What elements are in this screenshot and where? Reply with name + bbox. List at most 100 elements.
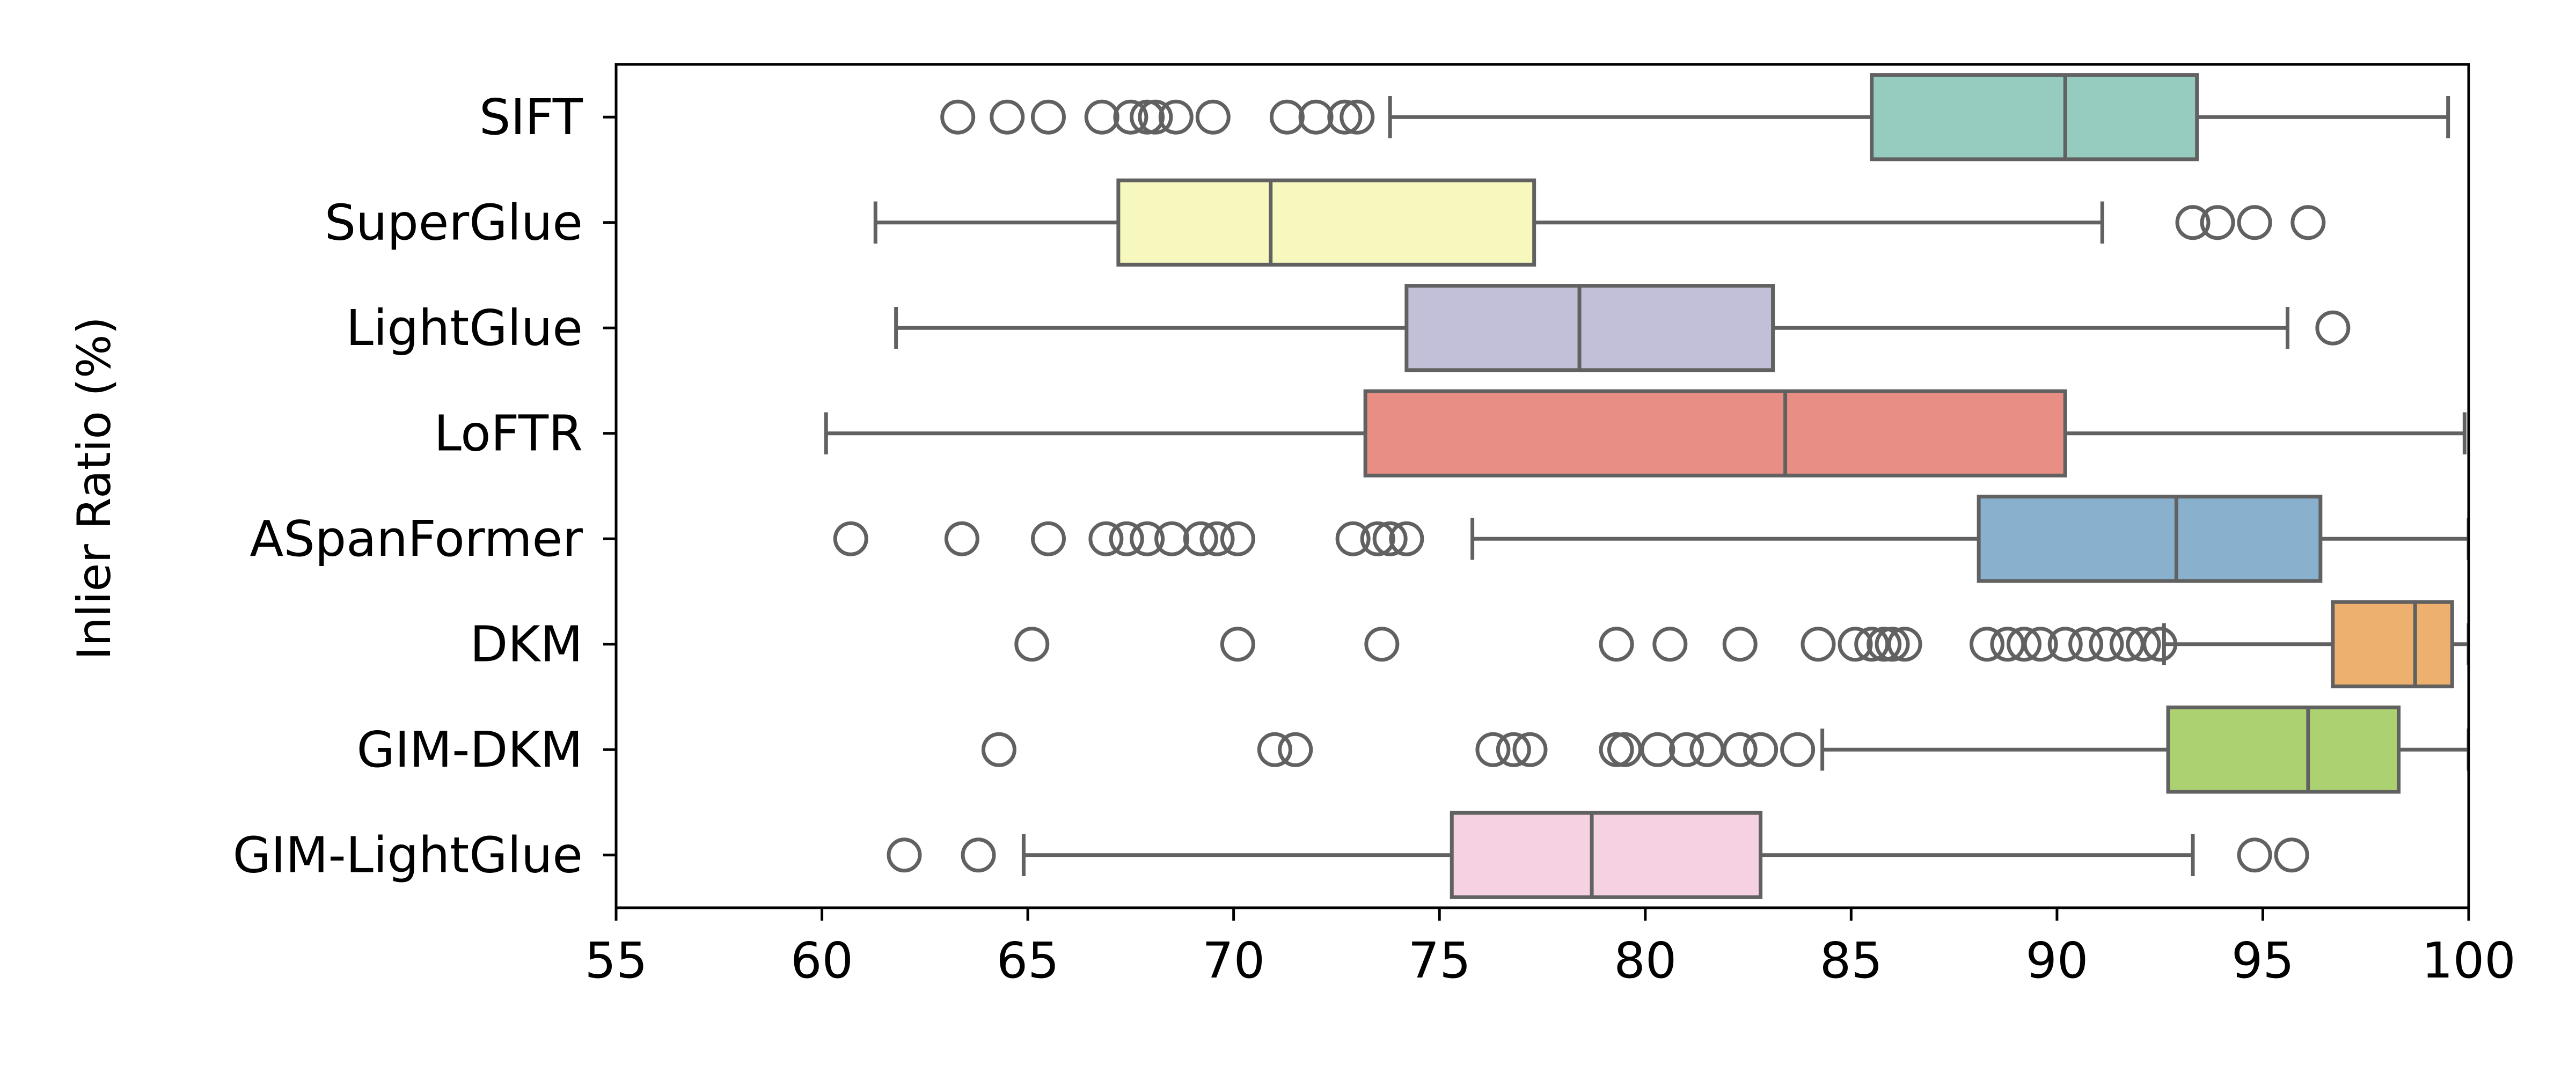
outlier-point [1780, 732, 1816, 767]
box-sift [940, 73, 2450, 161]
outlier-point [2126, 627, 2161, 662]
outlier-point [1887, 627, 1922, 662]
x-tick-label: 65 [997, 932, 1059, 989]
outlier-point [1722, 732, 1758, 767]
outlier-point [1335, 521, 1371, 556]
box-aspanformer [833, 495, 2469, 583]
outlier-point [1109, 521, 1144, 556]
outlier-point [1257, 732, 1292, 767]
outlier-point [1875, 627, 1910, 662]
outlier-point [2089, 627, 2124, 662]
box-superglue [873, 178, 2326, 267]
outlier-point [1327, 99, 1363, 135]
iqr-box [1870, 73, 2199, 161]
outlier-point [2175, 205, 2211, 240]
x-tick-label: 70 [1202, 932, 1265, 989]
outlier-point [1154, 521, 1190, 556]
x-tick-label: 60 [791, 932, 853, 989]
outlier-point [1475, 732, 1511, 767]
outlier-point [1138, 99, 1173, 135]
outlier-point [2290, 205, 2326, 240]
y-tick-label: SIFT [479, 89, 583, 146]
outlier-point [1652, 627, 1688, 662]
outlier-point [1113, 99, 1148, 135]
outlier-point [1496, 732, 1531, 767]
outlier-point [1360, 521, 1395, 556]
box-gim-dkm [981, 705, 2469, 794]
outlier-point [1298, 99, 1334, 135]
x-tick-label: 100 [2421, 932, 2516, 989]
y-axis-label: Inlier Ratio (%) [68, 317, 121, 660]
outlier-point [1722, 627, 1758, 662]
outlier-point [1030, 521, 1066, 556]
y-tick-label: GIM-DKM [356, 721, 583, 778]
outlier-point [2007, 627, 2042, 662]
outlier-point [1220, 627, 1255, 662]
outlier-point [1969, 627, 2004, 662]
iqr-box [1450, 811, 1763, 899]
y-tick-label: LoFTR [434, 405, 583, 462]
outlier-point [887, 837, 922, 873]
outlier-point [1340, 99, 1375, 135]
outlier-point [1364, 627, 1400, 662]
box-gim-lightglue [887, 811, 2309, 899]
iqr-box [1404, 284, 1775, 372]
outlier-point [1278, 732, 1313, 767]
outlier-point [981, 732, 1016, 767]
y-tick-label: GIM-LightGlue [233, 826, 583, 884]
iqr-box [1116, 178, 1536, 267]
outlier-point [1389, 521, 1424, 556]
outlier-point [2200, 205, 2235, 240]
outlier-point [1689, 732, 1725, 767]
outlier-point [1838, 627, 1873, 662]
x-tick-label: 95 [2231, 932, 2294, 989]
outlier-point [2237, 837, 2272, 873]
iqr-box [1977, 495, 2323, 583]
outlier-point [990, 99, 1025, 135]
outlier-point [1640, 732, 1675, 767]
outlier-point [940, 99, 976, 135]
y-tick-label: ASpanFormer [250, 510, 583, 568]
box-loftr [824, 389, 2467, 477]
outlier-point [1088, 521, 1124, 556]
box-lightglue [894, 284, 2351, 372]
x-tick-label: 85 [1820, 932, 1883, 989]
outlier-point [2237, 205, 2272, 240]
outlier-point [1512, 732, 1548, 767]
x-tick-label: 75 [1408, 932, 1471, 989]
axes: 55 60 65 70 75 80 85 90 95 100 SIFT SuperGlueLightG… [233, 63, 2516, 989]
outlier-point [1743, 732, 1779, 767]
outlier-point [1130, 99, 1165, 135]
outlier-point [1199, 521, 1235, 556]
outlier-point [1668, 732, 1704, 767]
plot-marks [824, 73, 2469, 899]
outlier-point [1220, 521, 1255, 556]
outlier-point [833, 521, 868, 556]
outlier-point [1084, 99, 1119, 135]
outlier-point [944, 521, 979, 556]
x-tick-label: 80 [1614, 932, 1677, 989]
y-tick-label: DKM [470, 615, 583, 673]
iqr-box [2331, 600, 2454, 688]
outlier-point [1030, 99, 1066, 135]
outlier-point [1801, 627, 1836, 662]
outlier-point [2023, 627, 2058, 662]
outlier-point [2315, 310, 2351, 346]
outlier-point [1372, 521, 1408, 556]
x-tick-label: 90 [2025, 932, 2088, 989]
outlier-point [2068, 627, 2104, 662]
outlier-point [1183, 521, 1218, 556]
axes-frame [614, 63, 2470, 909]
x-tick-label: 55 [584, 932, 647, 989]
outlier-point [2047, 627, 2083, 662]
y-tick-label: SuperGlue [325, 194, 583, 251]
outlier-point [1014, 627, 1050, 662]
plot-area [824, 73, 2469, 899]
outlier-point [2142, 627, 2178, 662]
outlier-point [1158, 99, 1194, 135]
outlier-point [1599, 627, 1634, 662]
outlier-point [2274, 837, 2309, 873]
outlier-point [961, 837, 996, 873]
y-tick-label: LightGlue [346, 299, 583, 357]
